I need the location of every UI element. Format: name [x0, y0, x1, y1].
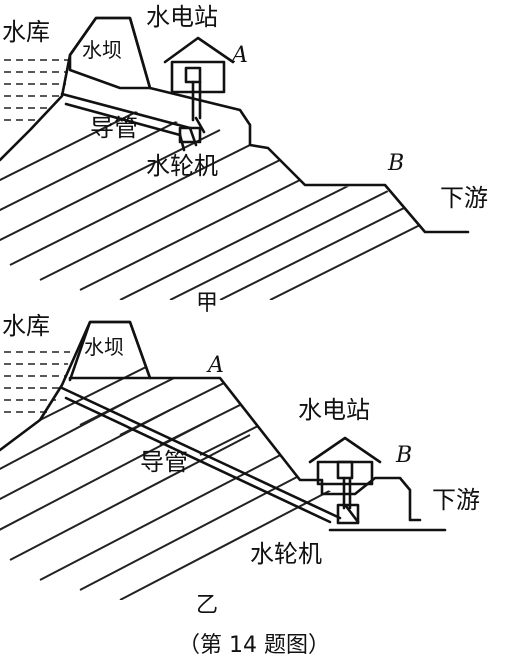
dam-label: 水坝 — [82, 38, 122, 62]
downstream-label: 下游 — [432, 486, 480, 514]
diagram-caption: 甲 — [196, 291, 218, 316]
ground-hatching — [0, 109, 491, 300]
pipe-label: 导管 — [140, 448, 188, 476]
pipe-label: 导管 — [90, 114, 138, 142]
point-b-label: B — [395, 443, 412, 468]
dam-label: 水坝 — [84, 335, 124, 359]
turbine — [336, 503, 360, 525]
point-b-label: B — [387, 151, 404, 176]
dam — [68, 16, 152, 90]
point-a-label: A — [230, 43, 248, 68]
station-label: 水电站 — [298, 396, 370, 424]
diagram-caption: 乙 — [196, 593, 218, 618]
turbine — [178, 126, 202, 144]
reservoir-label: 水库 — [2, 312, 50, 340]
station-house — [163, 36, 235, 122]
reservoir-water — [4, 59, 70, 121]
station-house — [308, 436, 382, 510]
pipe — [60, 386, 342, 524]
downstream-label: 下游 — [440, 184, 488, 212]
turbine-label: 水轮机 — [250, 540, 322, 568]
point-a-label: A — [206, 353, 224, 378]
station-label: 水电站 — [146, 3, 218, 31]
figure-caption: （第 14 题图） — [178, 633, 330, 658]
dam — [68, 320, 152, 382]
reservoir-label: 水库 — [2, 18, 50, 46]
diagram-yi: 水库 水坝 A 水电站 B 导管 下游 水轮机 乙 — [0, 312, 480, 618]
turbine-label: 水轮机 — [146, 152, 218, 180]
reservoir-water — [4, 351, 70, 413]
diagram-jia: 水库 水坝 水电站 A 导管 水轮机 B 下游 甲 — [0, 3, 491, 316]
terrain-line — [0, 320, 422, 522]
terrain-line — [0, 16, 470, 234]
